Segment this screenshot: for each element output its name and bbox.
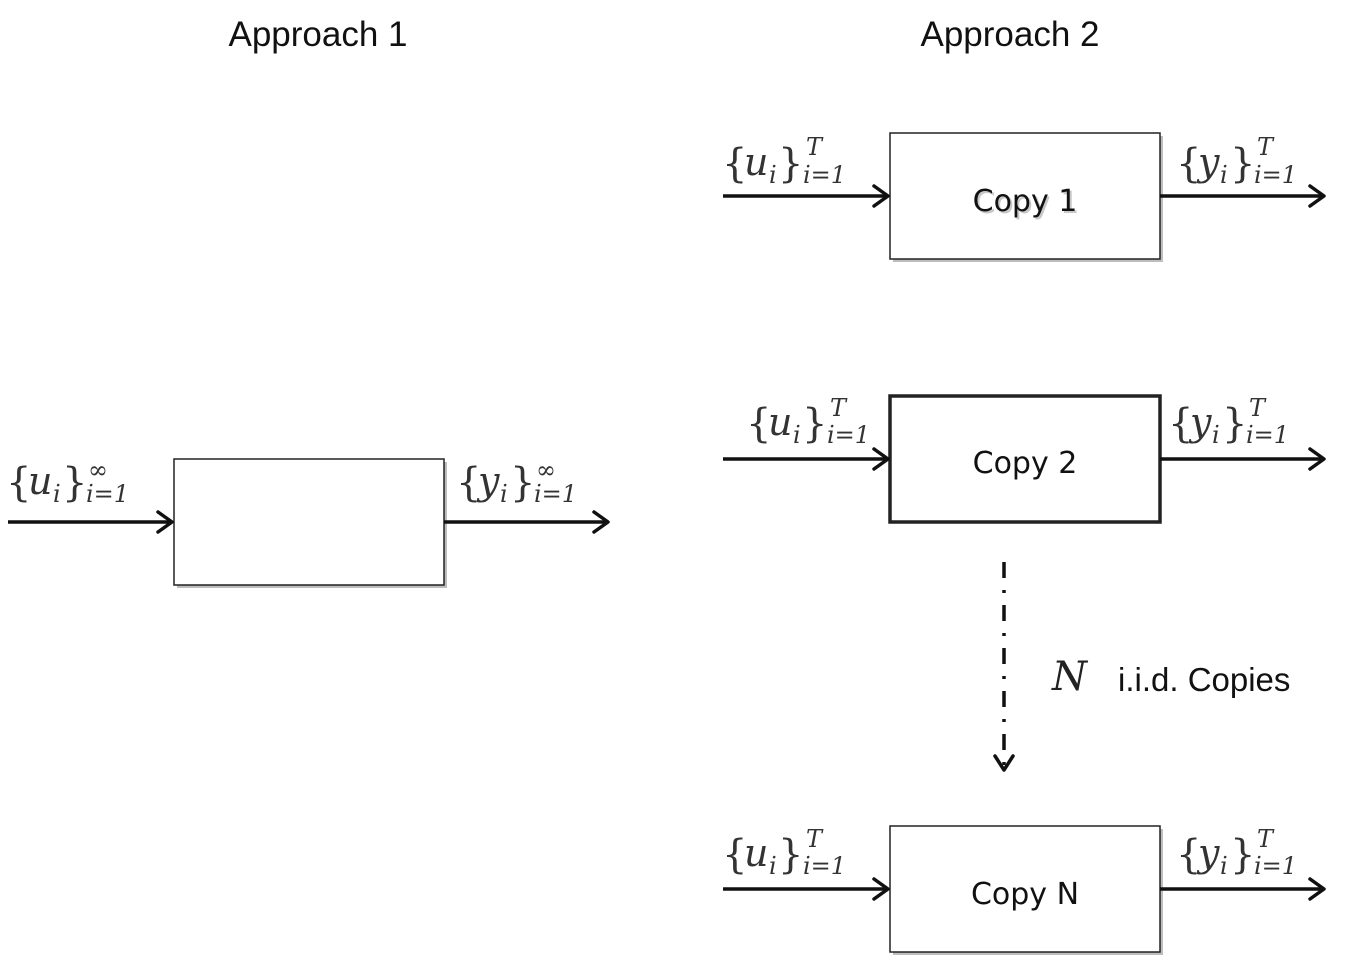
svg-text:{: { [722,832,747,878]
copy-1-output-arrowhead [1308,184,1326,208]
approach-1-block: { u i } ∞ i=1 { y i } ∞ i=1 [6,456,610,588]
svg-text:T: T [1249,394,1267,422]
svg-text:i: i [1212,421,1220,449]
approach-1-output-arrowhead [592,510,610,534]
svg-text:i: i [53,480,61,508]
copy-n-output-arrowhead [1308,877,1326,901]
copy-n-output-label: { y i } T i=1 [1176,825,1297,880]
svg-text:T: T [806,133,824,161]
svg-text:T: T [1257,133,1275,161]
svg-text:y: y [1196,140,1220,184]
svg-text:y: y [1196,831,1220,875]
svg-text:i=1: i=1 [803,852,846,880]
svg-text:i=1: i=1 [1246,421,1289,449]
svg-text:i: i [769,852,777,880]
svg-text:T: T [806,825,824,853]
copy-2-label: Copy 2 [973,446,1078,481]
svg-text:{: { [746,401,771,447]
copy-n-block: Copy N { u i } T i=1 { y i } T i=1 [722,825,1326,955]
svg-text:i=1: i=1 [803,161,846,189]
approach-2-title: Approach 2 [920,15,1099,54]
svg-text:i: i [1220,852,1228,880]
svg-text:}: } [1230,141,1255,187]
svg-text:i: i [769,161,777,189]
svg-text:∞: ∞ [536,456,556,484]
svg-text:u: u [744,831,768,875]
svg-text:{: { [6,460,31,506]
approach-1-title: Approach 1 [228,15,407,54]
copy-2-output-label: { y i } T i=1 [1168,394,1289,449]
svg-text:T: T [1257,825,1275,853]
svg-text:i: i [500,480,508,508]
approach-1-input-label: { u i } ∞ i=1 [6,456,129,508]
svg-text:}: } [778,832,803,878]
svg-text:u: u [28,459,52,503]
approach-1-system-box [173,458,445,586]
copy-n-input-label: { u i } T i=1 [722,825,846,880]
svg-text:u: u [768,400,792,444]
svg-text:i=1: i=1 [86,480,129,508]
svg-text:y: y [1188,400,1212,444]
svg-text:}: } [1230,832,1255,878]
copy-1-input-label: { u i } T i=1 [722,133,846,189]
copy-1-output-label: { y i } T i=1 [1176,133,1297,189]
svg-text:i: i [1220,161,1228,189]
copy-n-input-arrowhead [872,877,890,901]
svg-text:{: { [456,460,481,506]
svg-text:T: T [830,394,848,422]
n-symbol: N [1051,654,1089,700]
iid-copies-connector: N i.i.d. Copies [993,562,1290,772]
copy-n-label: Copy N [971,877,1079,912]
copy-1-block: Copy 1 Copy 1 { u i } T i=1 { y i } T i=… [722,132,1326,262]
copy-2-output-arrowhead [1308,447,1326,471]
svg-text:i=1: i=1 [534,480,577,508]
dash-dot-arrowhead [993,754,1015,772]
copy-2-block: Copy 2 { u i } T i=1 { y i } T i=1 [723,394,1326,524]
svg-text:u: u [744,140,768,184]
svg-text:y: y [476,459,500,503]
svg-text:}: } [778,141,803,187]
copy-1-label: Copy 1 [973,184,1078,219]
svg-text:i=1: i=1 [1254,161,1297,189]
svg-text:{: { [1176,141,1201,187]
svg-text:}: } [62,460,87,506]
svg-text:i: i [793,421,801,449]
copy-n-box [889,825,1161,953]
svg-text:i=1: i=1 [1254,852,1297,880]
svg-text:∞: ∞ [88,456,108,484]
svg-text:}: } [510,460,535,506]
iid-copies-label: i.i.d. Copies [1118,661,1290,698]
svg-text:}: } [1222,401,1247,447]
svg-text:i=1: i=1 [827,421,870,449]
svg-text:{: { [722,141,747,187]
approach-1-output-label: { y i } ∞ i=1 [456,456,577,508]
copy-1-label-shadow: Copy 1 [975,186,1080,221]
copy-2-box [888,394,1162,524]
copy-1-input-arrowhead [872,184,890,208]
svg-text:{: { [1168,401,1193,447]
approach-1-input-arrowhead [156,510,174,534]
svg-text:}: } [802,401,827,447]
copy-2-input-label: { u i } T i=1 [746,394,870,449]
copy-2-input-arrowhead [872,447,890,471]
svg-text:{: { [1176,832,1201,878]
